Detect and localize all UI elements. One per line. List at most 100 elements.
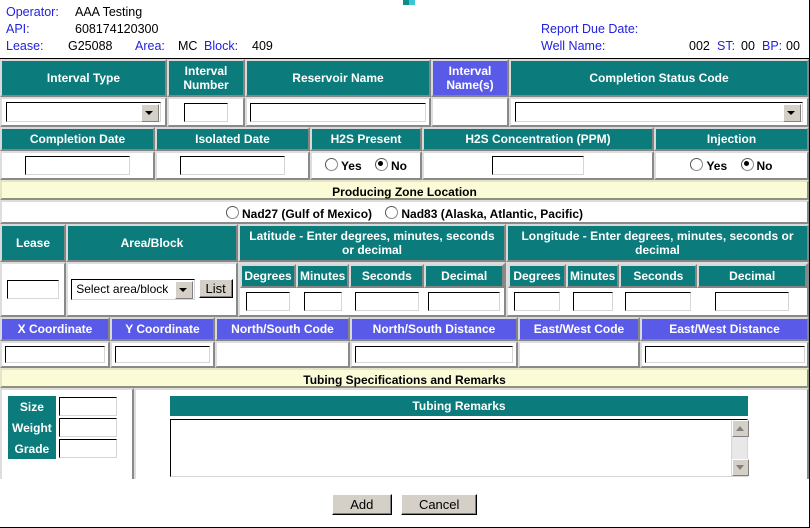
lat-degrees-input[interactable]: [246, 292, 290, 311]
y-coordinate-input[interactable]: [115, 346, 210, 363]
location-lease-input[interactable]: [7, 280, 59, 299]
east-west-distance-header: East/West Distance: [640, 317, 809, 341]
add-button[interactable]: Add: [331, 494, 392, 515]
tubing-grade-input[interactable]: [58, 439, 117, 458]
scroll-down-icon[interactable]: [732, 459, 749, 476]
h2s-yes-option[interactable]: Yes: [324, 158, 362, 173]
tubing-specifications-band: Tubing Specifications and Remarks: [0, 368, 809, 388]
remarks-scrollbar[interactable]: [731, 420, 749, 476]
area-value: MC: [178, 39, 198, 53]
lon-decimal-input[interactable]: [715, 292, 790, 311]
east-west-code-header: East/West Code: [518, 317, 640, 341]
lat-decimal-cell: [424, 288, 504, 315]
lat-seconds-header: Seconds: [349, 264, 425, 288]
interval-names-header-line2: Name(s): [446, 78, 494, 92]
north-south-code-header: North/South Code: [215, 317, 350, 341]
lat-minutes-cell: [296, 288, 350, 315]
area-block-select[interactable]: Select area/block: [71, 279, 196, 301]
producing-zone-location-band: Producing Zone Location: [0, 180, 809, 200]
tubing-remarks-textarea[interactable]: [170, 419, 749, 477]
interval-number-cell: [167, 97, 245, 127]
lat-decimal-input[interactable]: [428, 292, 501, 311]
lon-minutes-header: Minutes: [566, 264, 620, 288]
lat-seconds-input[interactable]: [354, 292, 419, 311]
radio-icon[interactable]: [226, 206, 239, 219]
reservoir-name-input[interactable]: [250, 102, 426, 122]
interval-type-header: Interval Type: [0, 59, 167, 97]
lon-degrees-header: Degrees: [508, 264, 566, 288]
radio-icon[interactable]: [324, 158, 338, 171]
lon-seconds-input[interactable]: [625, 292, 692, 311]
record-header: Operator: AAA Testing API: 608174120300 …: [0, 0, 809, 59]
completion-status-code-select[interactable]: [515, 102, 803, 122]
h2s-present-cell: Yes No: [310, 151, 422, 180]
area-block-select-value: Select area/block: [76, 282, 169, 297]
tubing-weight-cell: [56, 417, 128, 438]
x-coordinate-input[interactable]: [5, 346, 105, 363]
top-color-marker: [403, 0, 415, 5]
completion-date-cell: [0, 151, 155, 180]
radio-icon[interactable]: [375, 158, 389, 171]
scroll-up-icon[interactable]: [732, 420, 749, 437]
completion-date-input[interactable]: [25, 156, 130, 175]
completion-date-header: Completion Date: [0, 127, 155, 151]
interval-names-cell: [431, 97, 509, 127]
chevron-down-icon[interactable]: [783, 104, 801, 122]
tubing-remarks-cell: Tubing Remarks: [134, 388, 809, 485]
isolated-date-input[interactable]: [180, 156, 285, 175]
h2s-concentration-cell: [422, 151, 654, 180]
radio-icon[interactable]: [385, 206, 399, 219]
block-label: Block:: [204, 39, 239, 53]
interval-number-header-line2: Number: [183, 78, 229, 92]
longitude-cell: Degrees Minutes Seconds Decimal: [506, 262, 809, 317]
tubing-grade-cell: [56, 438, 128, 459]
injection-no-option[interactable]: No: [740, 158, 773, 173]
north-south-distance-input[interactable]: [355, 346, 513, 363]
reservoir-name-cell: [245, 97, 431, 127]
radio-icon[interactable]: [740, 158, 754, 171]
tubing-weight-input[interactable]: [58, 418, 117, 437]
tubing-specs-cell: Size Weight Grade: [0, 388, 134, 485]
latitude-cell: Degrees Minutes Seconds Decimal: [238, 262, 506, 317]
interval-number-input[interactable]: [184, 102, 228, 122]
interval-type-select[interactable]: [6, 102, 161, 122]
lon-degrees-input[interactable]: [514, 292, 560, 311]
chevron-down-icon[interactable]: [141, 104, 159, 122]
lat-degrees-header: Degrees: [240, 264, 296, 288]
reservoir-name-header: Reservoir Name: [245, 59, 431, 97]
tubing-size-input[interactable]: [58, 397, 117, 416]
lat-minutes-header: Minutes: [296, 264, 350, 288]
nad27-option[interactable]: Nad27 (Gulf of Mexico): [226, 206, 372, 221]
cancel-button[interactable]: Cancel: [401, 494, 478, 515]
h2s-concentration-input[interactable]: [492, 156, 584, 175]
area-block-list-button[interactable]: List: [198, 278, 233, 298]
lat-minutes-input[interactable]: [303, 292, 342, 311]
block-value: 409: [252, 39, 273, 53]
interval-number-header-line1: Interval: [184, 64, 228, 78]
east-west-distance-input[interactable]: [644, 346, 805, 363]
lon-decimal-header: Decimal: [697, 264, 807, 288]
h2s-present-header: H2S Present: [310, 127, 422, 151]
h2s-no-option[interactable]: No: [375, 158, 407, 173]
api-value: 608174120300: [75, 22, 159, 36]
h2s-yes-label: Yes: [340, 159, 362, 173]
well-name-value: 002: [689, 39, 710, 53]
lon-minutes-input[interactable]: [572, 292, 613, 311]
st-label: ST:: [717, 39, 736, 53]
x-coordinate-cell: [0, 341, 110, 368]
injection-yes-option[interactable]: Yes: [690, 158, 727, 173]
radio-icon[interactable]: [690, 158, 704, 171]
operator-value: AAA Testing: [75, 5, 143, 19]
location-lease-cell: [0, 262, 66, 317]
injection-header: Injection: [654, 127, 809, 151]
tubing-grade-label: Grade: [8, 438, 56, 459]
h2s-concentration-header: H2S Concentration (PPM): [422, 127, 654, 151]
north-south-distance-cell: [350, 341, 518, 368]
datum-selector-row: Nad27 (Gulf of Mexico) Nad83 (Alaska, At…: [0, 200, 809, 224]
lat-seconds-cell: [349, 288, 425, 315]
y-coordinate-header: Y Coordinate: [110, 317, 215, 341]
tubing-table: Size Weight Grade: [0, 388, 809, 485]
nad83-option[interactable]: Nad83 (Alaska, Atlantic, Pacific): [385, 206, 583, 221]
chevron-down-icon[interactable]: [175, 281, 194, 300]
